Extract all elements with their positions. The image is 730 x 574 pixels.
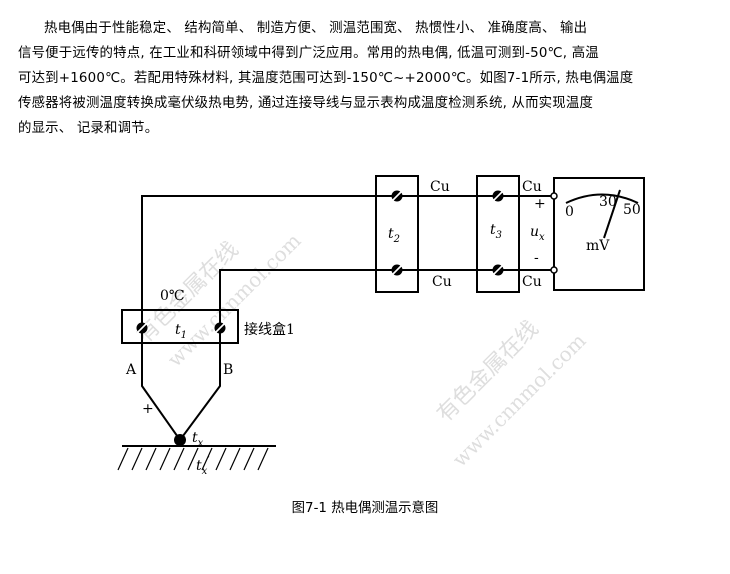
terminal-screws bbox=[136, 190, 504, 334]
t2-label: t2 bbox=[388, 226, 400, 245]
paragraph-line: 传感器将被测温度转换成毫伏级热电势, 通过连接导线与显示表构成温度检测系统, 从… bbox=[18, 96, 594, 111]
watermark-text-2: 有色金属在线 bbox=[433, 316, 544, 427]
wire-top bbox=[141, 195, 554, 310]
watermark: 有色金属在线 www.cnnmol.com 有色金属在线 www.cnnmol.… bbox=[133, 228, 591, 471]
thermocouple-leg-a bbox=[141, 343, 181, 441]
paragraph-line: 的显示、 记录和调节。 bbox=[18, 121, 159, 136]
screw-icon bbox=[136, 322, 148, 334]
cu-label-bottom-1: Cu bbox=[432, 274, 452, 290]
meter-plus-label: + bbox=[534, 196, 546, 212]
zero-celsius-label: 0℃ bbox=[160, 288, 185, 304]
millivolt-meter bbox=[553, 177, 645, 291]
junction-box bbox=[121, 309, 239, 344]
figure-caption: 图7-1 热电偶测温示意图 bbox=[291, 501, 439, 516]
junction-box-label: 接线盒1 bbox=[244, 321, 295, 338]
screw-icon bbox=[391, 264, 403, 276]
cu-label-bottom-2: Cu bbox=[522, 274, 542, 290]
paragraph-line: 信号便于远传的特点, 在工业和科研领域中得到广泛应用。常用的热电偶, 低温可测到… bbox=[18, 46, 599, 61]
cu-label-top-1: Cu bbox=[430, 179, 450, 195]
t1-label: t1 bbox=[175, 322, 187, 341]
screw-icon bbox=[214, 322, 226, 334]
ux-label: ux bbox=[530, 224, 545, 243]
screw-icon bbox=[492, 264, 504, 276]
scale-30-label: 30 bbox=[599, 194, 617, 210]
tx-label: tx bbox=[192, 430, 204, 449]
scale-50-label: 50 bbox=[623, 202, 641, 218]
cu-label-top-2: Cu bbox=[522, 179, 542, 195]
wire-bottom bbox=[219, 269, 554, 310]
t3-label: t3 bbox=[490, 222, 502, 241]
terminal-box-t2 bbox=[375, 175, 419, 293]
screw-icon bbox=[492, 190, 504, 202]
paragraph-line: 可达到+1600℃。若配用特殊材料, 其温度范围可达到-150℃~+2000℃。… bbox=[18, 71, 634, 86]
ground-hatching bbox=[117, 447, 269, 471]
meter-needle bbox=[603, 189, 621, 239]
thermocouple-diagram: 有色金属在线 www.cnnmol.com 有色金属在线 www.cnnmol.… bbox=[116, 168, 656, 486]
meter-scale-arc bbox=[565, 193, 639, 204]
screw-icon bbox=[391, 190, 403, 202]
hot-junction bbox=[174, 434, 186, 446]
lead-a-label: A bbox=[125, 362, 137, 378]
thermocouple-leg-b bbox=[179, 343, 221, 441]
lead-b-label: B bbox=[223, 362, 233, 378]
meter-terminal-minus bbox=[550, 266, 558, 274]
intro-paragraph: 热电偶由于性能稳定、 结构简单、 制造方便、 测温范围宽、 热惯性小、 准确度高… bbox=[18, 16, 714, 141]
paragraph-line: 热电偶由于性能稳定、 结构简单、 制造方便、 测温范围宽、 热惯性小、 准确度高… bbox=[44, 21, 588, 36]
scale-0-label: 0 bbox=[565, 204, 574, 220]
meter-minus-label: - bbox=[534, 250, 539, 266]
unit-label: mV bbox=[586, 238, 610, 254]
meter-terminal-plus bbox=[550, 192, 558, 200]
terminal-box-t3 bbox=[476, 175, 520, 293]
tx-prime-label: tx′ bbox=[196, 456, 210, 477]
polarity-plus-label: + bbox=[142, 401, 154, 417]
